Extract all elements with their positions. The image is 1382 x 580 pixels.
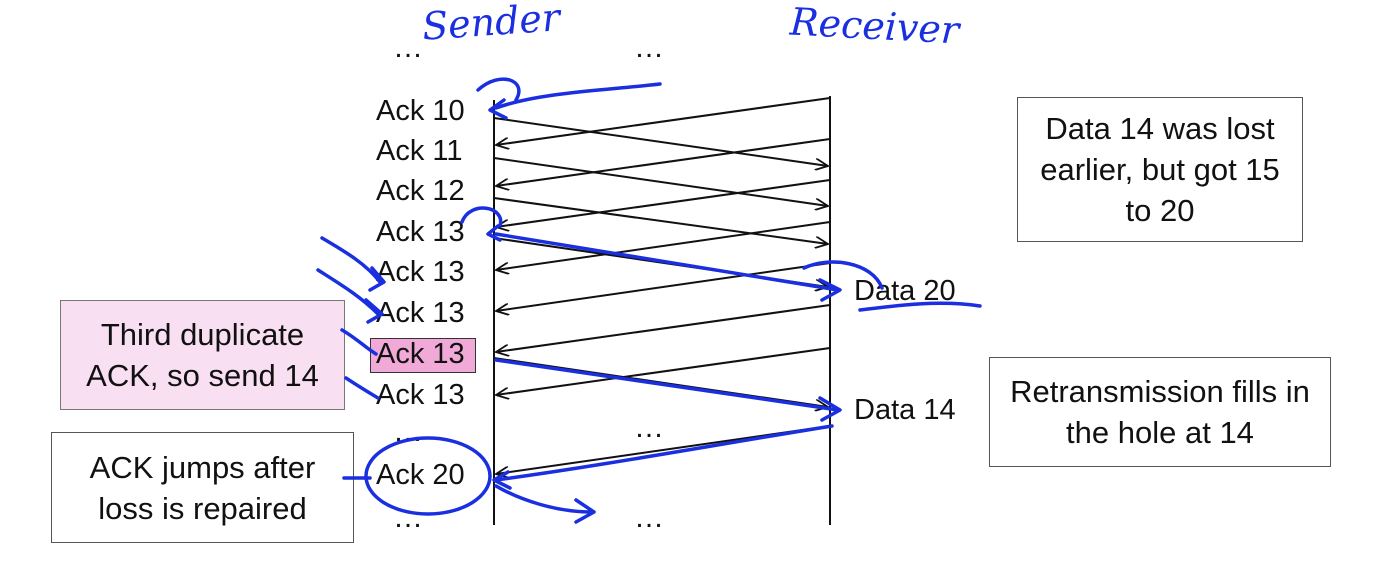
ack-label: Ack 10 bbox=[376, 95, 465, 127]
data-14-label: Data 14 bbox=[854, 394, 956, 426]
ack-jump-note: ACK jumps after loss is repaired bbox=[51, 432, 354, 543]
ack-label: Ack 13 bbox=[376, 216, 465, 248]
ack-label: Ack 13 bbox=[376, 379, 465, 411]
data-20-label: Data 20 bbox=[854, 275, 956, 307]
mid-left-ellipsis: … bbox=[393, 415, 427, 448]
ack-label: Ack 13 bbox=[376, 297, 465, 329]
ack-label-highlighted: Ack 13 bbox=[376, 338, 465, 370]
retransmission-note: Retransmission fills in the hole at 14 bbox=[989, 357, 1331, 467]
ack-label: Ack 13 bbox=[376, 256, 465, 288]
mid-middle-ellipsis: … bbox=[634, 411, 668, 444]
bottom-left-ellipsis: … bbox=[393, 501, 427, 534]
lost-data-note: Data 14 was lost earlier, but got 15 to … bbox=[1017, 97, 1303, 242]
ack-label: Ack 11 bbox=[376, 135, 463, 167]
sender-handwritten-label: Sender bbox=[420, 0, 562, 49]
top-middle-ellipsis: … bbox=[634, 31, 668, 64]
top-left-ellipsis: … bbox=[393, 31, 427, 64]
receiver-handwritten-label: Receiver bbox=[788, 0, 961, 53]
ack-label: Ack 20 bbox=[376, 459, 465, 491]
data-arrows bbox=[493, 117, 828, 407]
bottom-middle-ellipsis: … bbox=[634, 501, 668, 534]
third-duplicate-note: Third duplicate ACK, so send 14 bbox=[60, 300, 345, 410]
ack-label: Ack 12 bbox=[376, 175, 465, 207]
third-duplicate-ack-highlight bbox=[370, 338, 476, 373]
